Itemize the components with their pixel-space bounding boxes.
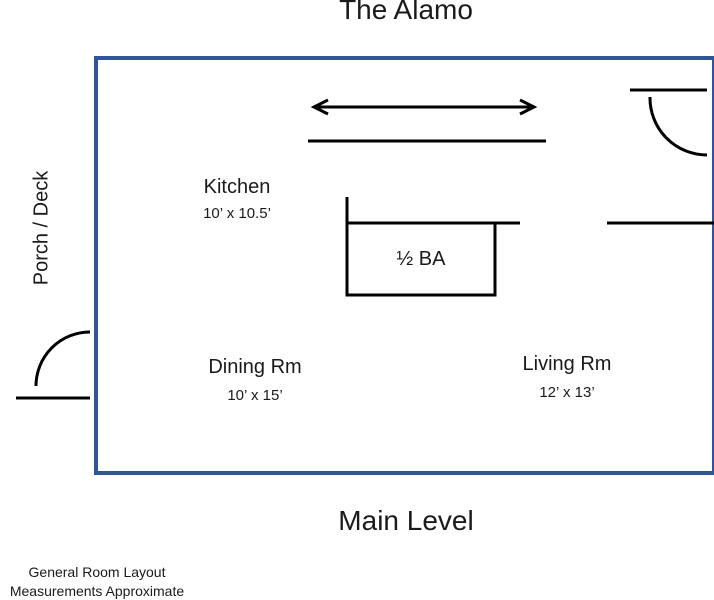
porch-door bbox=[16, 330, 91, 400]
measurement-note: Measurements Approximate bbox=[9, 583, 185, 599]
kitchen-label: Kitchen bbox=[203, 176, 271, 198]
porch-deck-label: Porch / Deck bbox=[30, 170, 53, 286]
living-size: 12’ x 13’ bbox=[539, 384, 595, 401]
dining-size: 10’ x 15’ bbox=[227, 387, 283, 404]
half-bath bbox=[345, 221, 497, 297]
layout-note: General Room Layout bbox=[28, 564, 166, 580]
plan-title: The Alamo bbox=[339, 0, 473, 25]
dining-label: Dining Rm bbox=[208, 356, 302, 378]
kitchen-size: 10’ x 10.5’ bbox=[203, 205, 271, 222]
half-bath-label: ½ BA bbox=[396, 248, 446, 270]
entry-door-right bbox=[630, 88, 708, 157]
living-label: Living Rm bbox=[522, 353, 612, 375]
stairs-arrow bbox=[310, 98, 538, 116]
exterior-wall bbox=[94, 56, 714, 475]
level-label: Main Level bbox=[338, 505, 474, 536]
